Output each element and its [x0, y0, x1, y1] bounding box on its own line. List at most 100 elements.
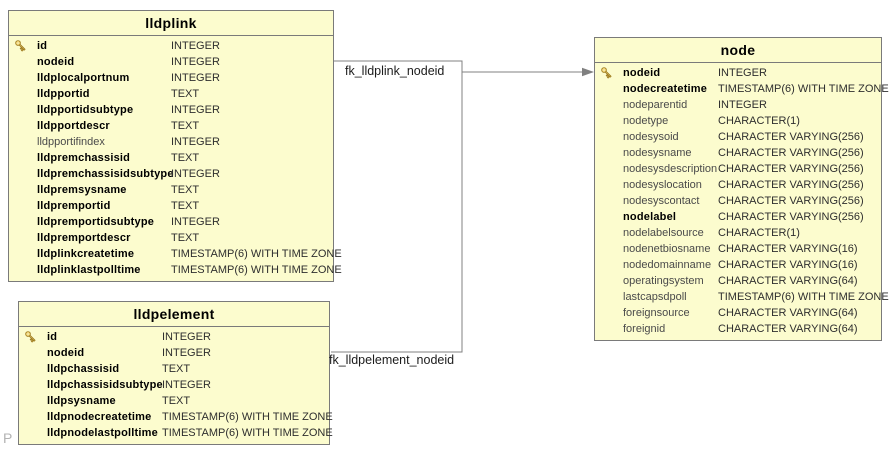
column-type: INTEGER — [171, 136, 220, 148]
column-name: lldpnodecreatetime — [47, 411, 152, 423]
column-type: TEXT — [171, 200, 200, 212]
column-type: CHARACTER VARYING(64) — [718, 275, 858, 287]
watermark-text: P — [3, 430, 13, 446]
column-type: TIMESTAMP(6) WITH TIME ZONE — [162, 427, 333, 439]
key-cell — [14, 39, 27, 52]
column-name: nodeparentid — [623, 99, 688, 111]
column-name: foreignsource — [623, 307, 690, 319]
column-row-nodeid: nodeid INTEGER — [9, 54, 333, 70]
column-name: lastcapsdpoll — [623, 291, 687, 303]
column-type: INTEGER — [171, 104, 220, 116]
column-type: TEXT — [171, 232, 200, 244]
relationship-line-fk_lldplink_nodeid[interactable] — [334, 60, 584, 73]
column-type: INTEGER — [171, 168, 220, 180]
column-row-lldpchassisid: lldpchassisid TEXT — [19, 361, 329, 377]
primary-key-icon — [601, 67, 612, 79]
column-name: lldplocalportnum — [37, 72, 130, 84]
column-row-id: id INTEGER — [19, 329, 329, 345]
column-type: INTEGER — [162, 379, 211, 391]
column-type: INTEGER — [718, 67, 767, 79]
column-type: INTEGER — [171, 56, 220, 68]
column-name: nodelabelsource — [623, 227, 704, 239]
column-name: lldplinklastpolltime — [37, 264, 141, 276]
column-type: INTEGER — [162, 331, 211, 343]
relationship-line-fk_lldpelement_nodeid[interactable] — [331, 72, 463, 353]
column-name: nodenetbiosname — [623, 243, 711, 255]
column-row-lldplocalportnum: lldplocalportnum INTEGER — [9, 70, 333, 86]
column-type: TIMESTAMP(6) WITH TIME ZONE — [171, 264, 342, 276]
column-name: id — [37, 40, 48, 52]
column-name: lldpremchassisid — [37, 152, 131, 164]
column-row-lldpportdescr: lldpportdescr TEXT — [9, 118, 333, 134]
column-type: CHARACTER VARYING(16) — [718, 243, 858, 255]
column-name: nodecreatetime — [623, 83, 708, 95]
entity-title: lldplink — [9, 11, 333, 36]
column-name: lldpportifindex — [37, 136, 105, 148]
column-name: nodeid — [623, 67, 661, 79]
column-name: nodetype — [623, 115, 669, 127]
column-name: foreignid — [623, 323, 666, 335]
column-row-id: id INTEGER — [9, 38, 333, 54]
column-type: TEXT — [162, 395, 191, 407]
column-row-nodesyscontact: nodesyscontact CHARACTER VARYING(256) — [595, 193, 881, 209]
column-name: lldpportdescr — [37, 120, 110, 132]
column-type: TEXT — [171, 120, 200, 132]
column-type: TEXT — [171, 88, 200, 100]
column-type: INTEGER — [171, 72, 220, 84]
column-type: CHARACTER VARYING(256) — [718, 195, 864, 207]
column-name: nodeid — [37, 56, 75, 68]
column-type: CHARACTER(1) — [718, 115, 800, 127]
column-type: INTEGER — [718, 99, 767, 111]
column-type: CHARACTER(1) — [718, 227, 800, 239]
column-name: lldpremchassisidsubtype — [37, 168, 174, 180]
column-row-nodenetbiosname: nodenetbiosname CHARACTER VARYING(16) — [595, 241, 881, 257]
column-type: TIMESTAMP(6) WITH TIME ZONE — [171, 248, 342, 260]
column-row-nodecreatetime: nodecreatetime TIMESTAMP(6) WITH TIME ZON… — [595, 81, 889, 97]
column-name: nodesysdescription — [623, 163, 718, 175]
column-type: CHARACTER VARYING(256) — [718, 147, 864, 159]
column-name: id — [47, 331, 58, 343]
column-name: lldpchassisid — [47, 363, 120, 375]
column-type: TIMESTAMP(6) WITH TIME ZONE — [718, 83, 889, 95]
column-type: TIMESTAMP(6) WITH TIME ZONE — [162, 411, 333, 423]
column-name: lldpportidsubtype — [37, 104, 134, 116]
entity-title: lldpelement — [19, 302, 329, 327]
column-name: nodesysname — [623, 147, 692, 159]
relationship-label-fk_lldpelement_nodeid: fk_lldpelement_nodeid — [329, 353, 455, 367]
column-type: INTEGER — [162, 347, 211, 359]
column-type: CHARACTER VARYING(256) — [718, 179, 864, 191]
column-name: lldplinkcreatetime — [37, 248, 135, 260]
column-type: TEXT — [171, 152, 200, 164]
column-name: nodesysoid — [623, 131, 679, 143]
primary-key-icon — [15, 40, 26, 52]
column-type: TEXT — [162, 363, 191, 375]
column-type: TEXT — [171, 184, 200, 196]
key-cell — [24, 330, 37, 343]
column-type: CHARACTER VARYING(256) — [718, 211, 864, 223]
column-type: INTEGER — [171, 40, 220, 52]
column-row-lldplinkcreatetime: lldplinkcreatetime TIMESTAMP(6) WITH TIME… — [9, 246, 342, 262]
column-type: CHARACTER VARYING(64) — [718, 307, 858, 319]
column-name: nodesyscontact — [623, 195, 700, 207]
column-name: lldpremportidsubtype — [37, 216, 155, 228]
